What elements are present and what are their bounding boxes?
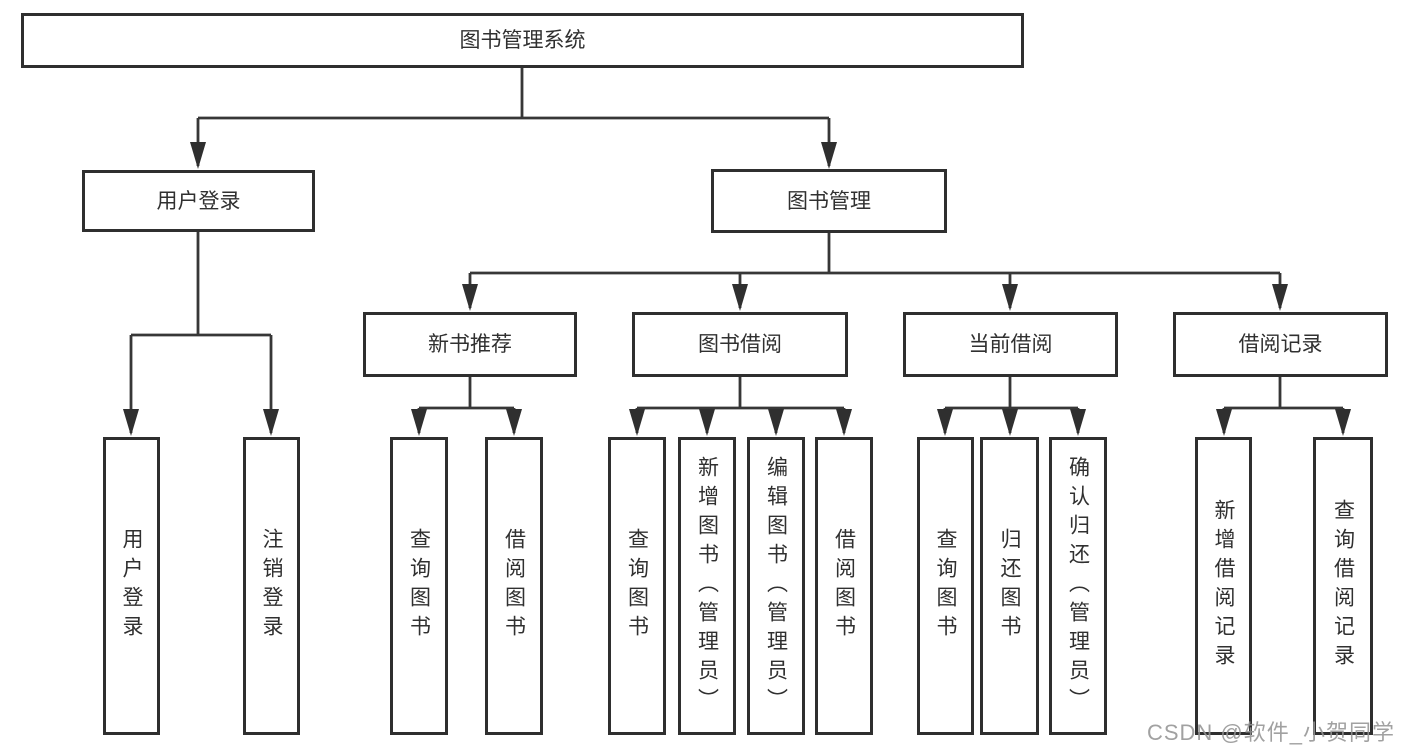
new-book-recommend-label: 新书推荐 (428, 333, 512, 356)
book-management-node-label: 图书管理 (787, 189, 871, 213)
leaf-edit-book-admin: 编辑图书（管理员） (747, 437, 805, 735)
current-borrow-label: 当前借阅 (968, 333, 1053, 356)
leaf-query-books-current: 查询图书 (917, 437, 974, 735)
root-node-label: 图书管理系统 (459, 29, 586, 52)
leaf-logout: 注销登录 (243, 437, 300, 735)
leaf-borrow-books: 借阅图书 (815, 437, 873, 735)
user-login-node: 用户登录 (82, 170, 315, 232)
leaf-query-books-borrow: 查询图书 (608, 437, 666, 735)
book-borrow-node: 图书借阅 (632, 312, 848, 377)
borrow-records-label: 借阅记录 (1238, 333, 1323, 356)
user-login-node-label: 用户登录 (156, 189, 241, 213)
leaf-confirm-return-admin: 确认归还（管理员） (1049, 437, 1107, 735)
csdn-watermark: CSDN @软件_小贺同学 (1146, 720, 1395, 745)
leaf-query-borrow-record: 查询借阅记录 (1313, 437, 1373, 735)
root-node: 图书管理系统 (21, 13, 1024, 68)
leaf-borrow-books-recommend: 借阅图书 (485, 437, 543, 735)
leaf-query-books-recommend: 查询图书 (390, 437, 448, 735)
borrow-records-node: 借阅记录 (1173, 312, 1388, 377)
leaf-add-borrow-record: 新增借阅记录 (1195, 437, 1252, 735)
book-management-node: 图书管理 (711, 169, 947, 233)
current-borrow-node: 当前借阅 (903, 312, 1118, 377)
new-book-recommend-node: 新书推荐 (363, 312, 577, 377)
leaf-return-book: 归还图书 (980, 437, 1039, 735)
leaf-add-book-admin: 新增图书（管理员） (678, 437, 736, 735)
book-borrow-label: 图书借阅 (698, 333, 782, 356)
leaf-user-login: 用户登录 (103, 437, 160, 735)
